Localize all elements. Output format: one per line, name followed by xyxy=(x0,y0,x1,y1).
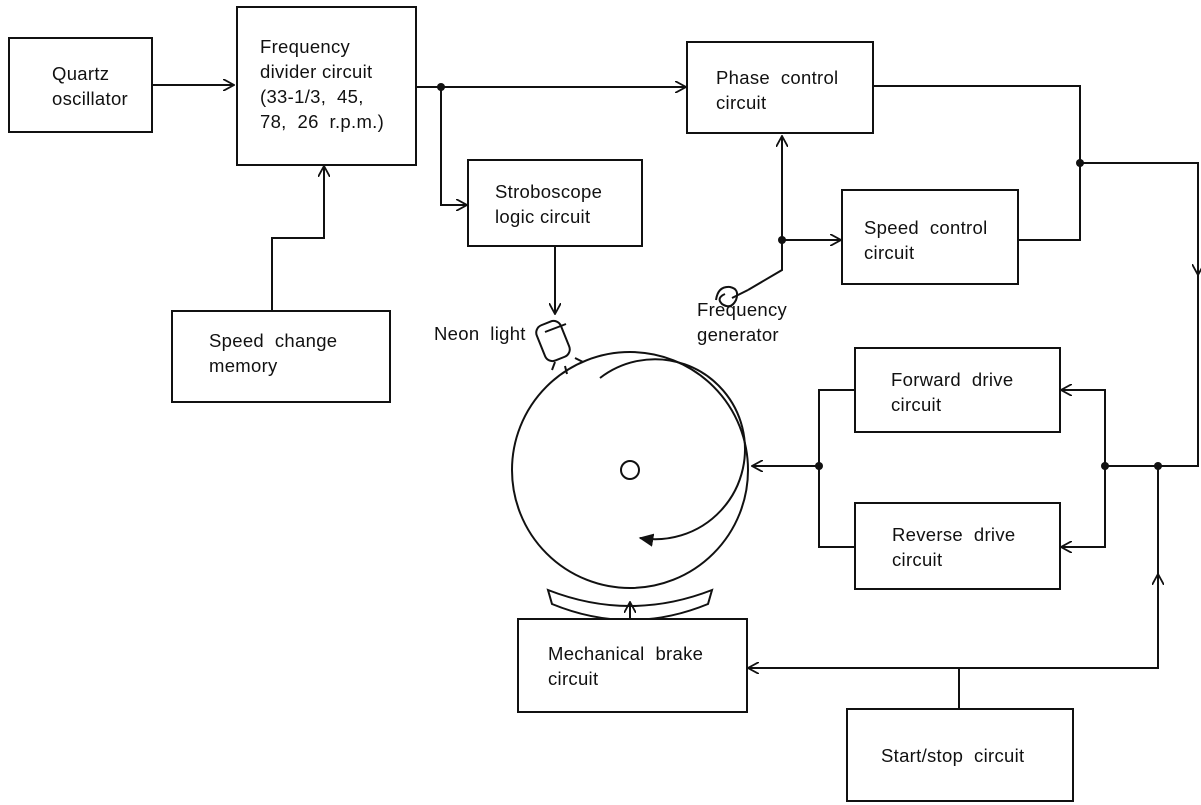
start-stop-label: Start/stop circuit xyxy=(881,745,1025,766)
wire-divider-to-stroboscope xyxy=(440,87,467,205)
phase-control-label: Phase control circuit xyxy=(716,67,839,113)
wire-bus-to-reverse xyxy=(1061,466,1106,547)
wire-startstop-to-brake xyxy=(748,668,960,708)
turntable-platter xyxy=(511,351,749,589)
phase-control-block: Phase control circuit xyxy=(686,41,874,134)
stroboscope-logic-label: Stroboscope logic circuit xyxy=(495,181,603,227)
frequency-divider-block: Frequency divider circuit (33-1/3, 45, 7… xyxy=(236,6,417,166)
junction-dot xyxy=(778,236,786,244)
stroboscope-logic-block: Stroboscope logic circuit xyxy=(467,159,643,247)
reverse-drive-label: Reverse drive circuit xyxy=(892,524,1016,570)
wire-memory-to-divider xyxy=(271,166,324,310)
speed-control-block: Speed control circuit xyxy=(841,189,1019,285)
rotation-arrow xyxy=(599,358,746,547)
neon-lamp-icon xyxy=(535,319,584,375)
brake-shoe xyxy=(546,588,714,621)
speed-change-memory-label: Speed change memory xyxy=(209,330,338,376)
wire-drive-outputs xyxy=(818,389,854,548)
mechanical-brake-block: Mechanical brake circuit xyxy=(517,618,748,713)
turntable-spindle xyxy=(620,460,640,480)
junction-dot xyxy=(815,462,823,470)
neon-light-caption: Neon light xyxy=(434,323,526,344)
frequency-generator-caption: Frequency generator xyxy=(697,299,788,345)
wire-phase-output xyxy=(874,85,1081,163)
speed-change-memory-block: Speed change memory xyxy=(171,310,391,403)
junction-dot xyxy=(1101,462,1109,470)
quartz-oscillator-label: Quartz oscillator xyxy=(52,63,128,109)
wire-fg-to-phase xyxy=(747,136,782,291)
forward-drive-label: Forward drive circuit xyxy=(891,369,1014,415)
quartz-oscillator-block: Quartz oscillator xyxy=(8,37,153,133)
wire-control-bus xyxy=(1080,162,1199,467)
mechanical-brake-label: Mechanical brake circuit xyxy=(548,643,704,689)
junction-dot xyxy=(1154,462,1162,470)
wire-bus-to-forward xyxy=(1061,390,1106,466)
junction-dot xyxy=(1076,159,1084,167)
frequency-divider-label: Frequency divider circuit (33-1/3, 45, 7… xyxy=(260,36,385,132)
reverse-drive-block: Reverse drive circuit xyxy=(854,502,1061,590)
start-stop-block: Start/stop circuit xyxy=(846,708,1074,802)
wire-speed-output xyxy=(1019,163,1081,241)
wire-startstop-to-bus xyxy=(959,466,1159,669)
forward-drive-block: Forward drive circuit xyxy=(854,347,1061,433)
frequency-generator-coil-icon xyxy=(715,285,749,308)
junction-dot xyxy=(437,83,445,91)
speed-control-label: Speed control circuit xyxy=(864,217,988,263)
